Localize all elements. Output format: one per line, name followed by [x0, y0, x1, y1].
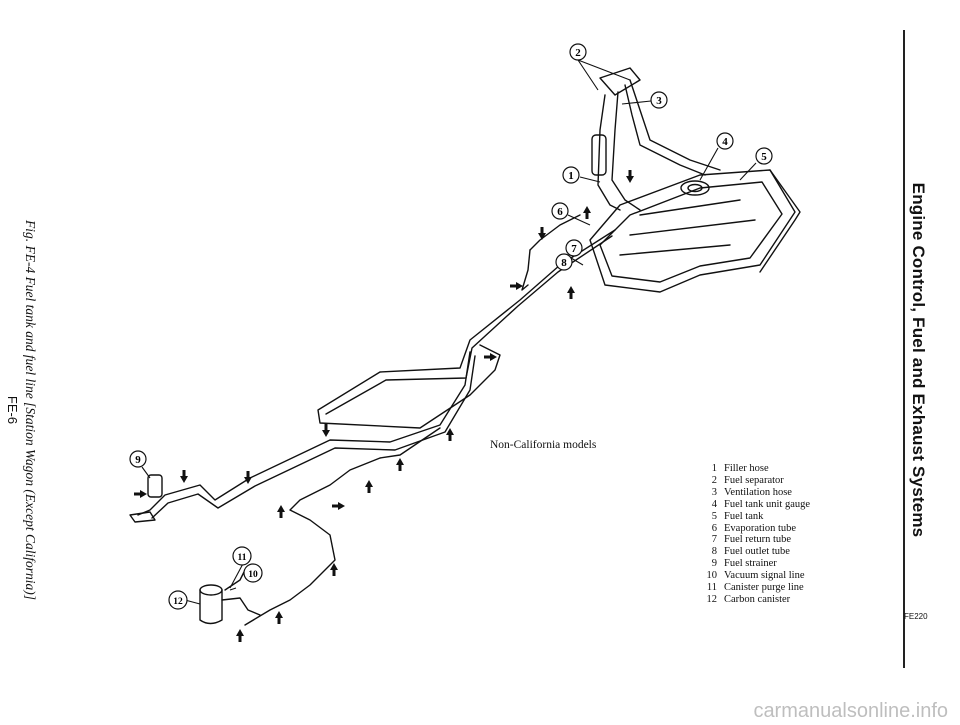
callout-8: 8	[555, 253, 573, 271]
fuel-lines	[137, 214, 616, 626]
svg-text:7: 7	[571, 243, 577, 255]
legend-number: 8	[711, 546, 717, 558]
legend-item: 8 Fuel outlet tube	[700, 546, 810, 558]
callout-circles: 1 2 3 4 5 6 7 8 9 10 11 12	[129, 43, 773, 610]
legend-item: 10 Vacuum signal line	[700, 570, 810, 582]
legend-item: 4 Fuel tank unit gauge	[700, 499, 810, 511]
figure-label: Non-California models	[490, 439, 597, 451]
fuel-tank	[589, 169, 801, 293]
legend-number: 2	[711, 474, 717, 486]
legend-item: 7 Fuel return tube	[700, 534, 810, 546]
legend-text: Fuel separator	[724, 474, 784, 486]
svg-text:9: 9	[135, 454, 141, 466]
watermark: carmanualsonline.info	[753, 700, 948, 722]
legend-text: Vacuum signal line	[724, 570, 805, 582]
legend-text: Fuel return tube	[724, 534, 792, 546]
fuel-strainer	[129, 474, 163, 523]
callout-6: 6	[551, 202, 569, 220]
callout-10: 10	[243, 563, 263, 583]
legend-text: Ventilation hose	[724, 486, 792, 498]
clip-arrows	[134, 170, 634, 642]
legend-text: Fuel outlet tube	[724, 546, 790, 558]
svg-text:4: 4	[722, 136, 728, 148]
svg-text:8: 8	[561, 257, 567, 269]
callout-2: 2	[569, 43, 587, 61]
legend-item: 1 Filler hose	[700, 463, 810, 475]
carbon-canister	[199, 569, 261, 625]
callout-5: 5	[755, 147, 773, 165]
legend-number: 6	[711, 522, 717, 534]
legend-text: Fuel tank	[724, 510, 764, 522]
legend-item: 5 Fuel tank	[700, 511, 810, 523]
legend-number: 1	[711, 463, 717, 474]
header-rule	[903, 30, 905, 668]
callout-4: 4	[716, 132, 734, 150]
legend-number: 9	[711, 558, 717, 570]
legend-item: 2 Fuel separator	[700, 475, 810, 487]
svg-text:12: 12	[173, 597, 183, 607]
svg-text:6: 6	[557, 206, 563, 218]
legend-number: 12	[706, 593, 718, 605]
legend-text: Fuel tank unit gauge	[724, 498, 811, 510]
callout-11: 11	[232, 546, 252, 566]
legend-number: 3	[711, 486, 717, 498]
legend-item: 9 Fuel strainer	[700, 558, 810, 570]
svg-text:11: 11	[238, 553, 247, 563]
legend-number: 11	[706, 582, 717, 594]
legend-item: 12 Carbon canister	[700, 594, 810, 606]
svg-text:5: 5	[761, 151, 767, 163]
legend-text: Canister purge line	[724, 582, 804, 594]
callout-12: 12	[168, 590, 188, 610]
legend-number: 4	[711, 498, 717, 510]
callout-1: 1	[562, 166, 580, 184]
svg-text:3: 3	[656, 95, 662, 107]
legend-number: 10	[706, 570, 718, 582]
legend-text: Evaporation tube	[724, 522, 797, 534]
legend-text: Carbon canister	[724, 593, 791, 605]
callout-9: 9	[129, 450, 147, 468]
legend-item: 6 Evaporation tube	[700, 523, 810, 535]
callout-7: 7	[565, 239, 583, 257]
parts-legend: 1 Filler hose 2 Fuel separator 3 Ventilation …	[700, 463, 811, 606]
legend-text: Filler hose	[724, 463, 769, 474]
figure-code: FE220	[904, 612, 928, 621]
legend-item: 11 Canister purge line	[700, 582, 810, 594]
legend-number: 7	[711, 534, 717, 546]
svg-text:2: 2	[575, 47, 581, 59]
filler-neck	[591, 67, 721, 211]
legend-text: Fuel strainer	[724, 558, 777, 570]
callout-3: 3	[650, 91, 668, 109]
svg-text:1: 1	[568, 170, 574, 182]
legend-item: 3 Ventilation hose	[700, 487, 810, 499]
legend-number: 5	[711, 510, 717, 522]
svg-text:10: 10	[248, 570, 258, 580]
